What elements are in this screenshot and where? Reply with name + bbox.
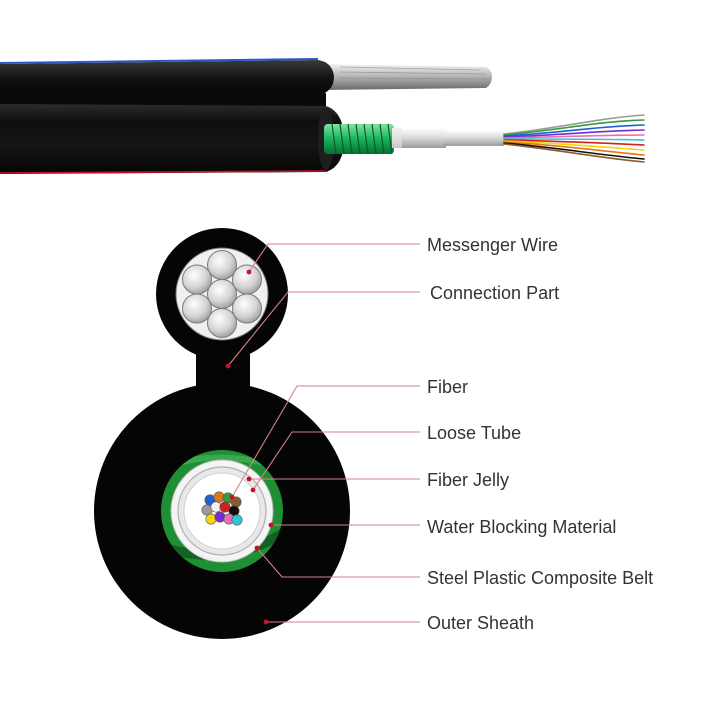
- label-water-blocking-material: Water Blocking Material: [427, 517, 616, 537]
- label-steel-plastic-composite-belt: Steel Plastic Composite Belt: [427, 568, 653, 588]
- leader-dots: [225, 269, 274, 625]
- label-outer-sheath: Outer Sheath: [427, 613, 534, 633]
- label-fiber-jelly: Fiber Jelly: [427, 470, 509, 490]
- label-connection-part: Connection Part: [430, 283, 559, 303]
- fibers-fanout: [503, 114, 645, 163]
- cable-side-view: [0, 58, 645, 174]
- label-loose-tube: Loose Tube: [427, 423, 521, 443]
- messenger-wire-strand: [320, 64, 492, 90]
- leader-fiber: [231, 385, 420, 498]
- labels: Messenger Wire Connection Part Fiber Loo…: [427, 235, 653, 633]
- fiber-core: [219, 501, 231, 513]
- label-fiber: Fiber: [427, 377, 468, 397]
- leader-messenger-wire: [248, 243, 420, 273]
- fiber-core: [231, 514, 243, 526]
- label-messenger-wire: Messenger Wire: [427, 235, 558, 255]
- fiber-core: [214, 511, 226, 523]
- leader-connection-part: [227, 291, 420, 367]
- steel-belt-exposed: [324, 123, 394, 155]
- fiber-bundle: [201, 491, 243, 526]
- loose-tube-exposed: [392, 128, 504, 148]
- cable-jacket: [0, 58, 344, 174]
- leader-loose-tube: [252, 431, 420, 491]
- leader-steel-belt: [256, 547, 420, 578]
- cable-cross-section: [94, 228, 350, 639]
- leader-lines: [227, 243, 420, 623]
- fiber-core: [205, 513, 217, 525]
- messenger-wire-section: [175, 247, 269, 341]
